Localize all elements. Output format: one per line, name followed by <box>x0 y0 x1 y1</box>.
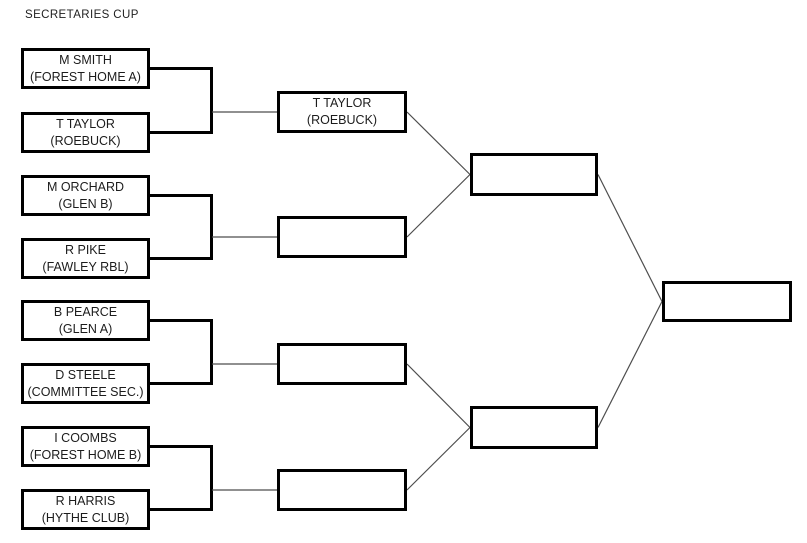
round1-slot-7: I COOMBS (FOREST HOME B) <box>21 426 150 467</box>
player-club: (GLEN B) <box>58 196 113 211</box>
round1-slot-2: T TAYLOR (ROEBUCK) <box>21 112 150 153</box>
player-club: (FAWLEY RBL) <box>42 259 129 274</box>
final-slot <box>662 281 792 322</box>
round1-slot-1: M SMITH (FOREST HOME A) <box>21 48 150 89</box>
player-name: D STEELE <box>55 367 116 382</box>
round2-slot-1: T TAYLOR (ROEBUCK) <box>277 91 407 133</box>
player-name: M SMITH <box>59 52 112 67</box>
player-name: M ORCHARD <box>46 179 125 194</box>
round1-slot-5: B PEARCE (GLEN A) <box>21 300 150 341</box>
player-name: R PIKE <box>65 242 106 257</box>
player-club: (ROEBUCK) <box>50 133 121 148</box>
player-name: R HARRIS <box>55 493 116 508</box>
advance-connector-lines <box>212 111 663 491</box>
player-club: (FOREST HOME B) <box>29 447 142 462</box>
player-club: (COMMITTEE SEC.) <box>27 384 144 399</box>
round1-slot-4: R PIKE (FAWLEY RBL) <box>21 238 150 279</box>
player-name: I COOMBS <box>54 430 117 445</box>
round1-slot-3: M ORCHARD (GLEN B) <box>21 175 150 216</box>
player-name: T TAYLOR <box>312 96 372 110</box>
round2-slot-4 <box>277 469 407 511</box>
round1-bracket-lines <box>150 67 213 511</box>
round2-slot-2 <box>277 216 407 258</box>
player-club: (HYTHE CLUB) <box>41 510 130 525</box>
round1-slot-6: D STEELE (COMMITTEE SEC.) <box>21 363 150 404</box>
page-title: SECRETARIES CUP <box>25 9 139 21</box>
round2-slot-3 <box>277 343 407 385</box>
semifinal-slot-2 <box>470 406 598 449</box>
player-club: (FOREST HOME A) <box>30 69 141 84</box>
player-club: (ROEBUCK) <box>306 113 378 127</box>
player-club: (GLEN A) <box>58 321 113 336</box>
player-name: T TAYLOR <box>56 116 115 131</box>
semifinal-slot-1 <box>470 153 598 196</box>
player-name: B PEARCE <box>53 304 118 319</box>
round1-slot-8: R HARRIS (HYTHE CLUB) <box>21 489 150 530</box>
